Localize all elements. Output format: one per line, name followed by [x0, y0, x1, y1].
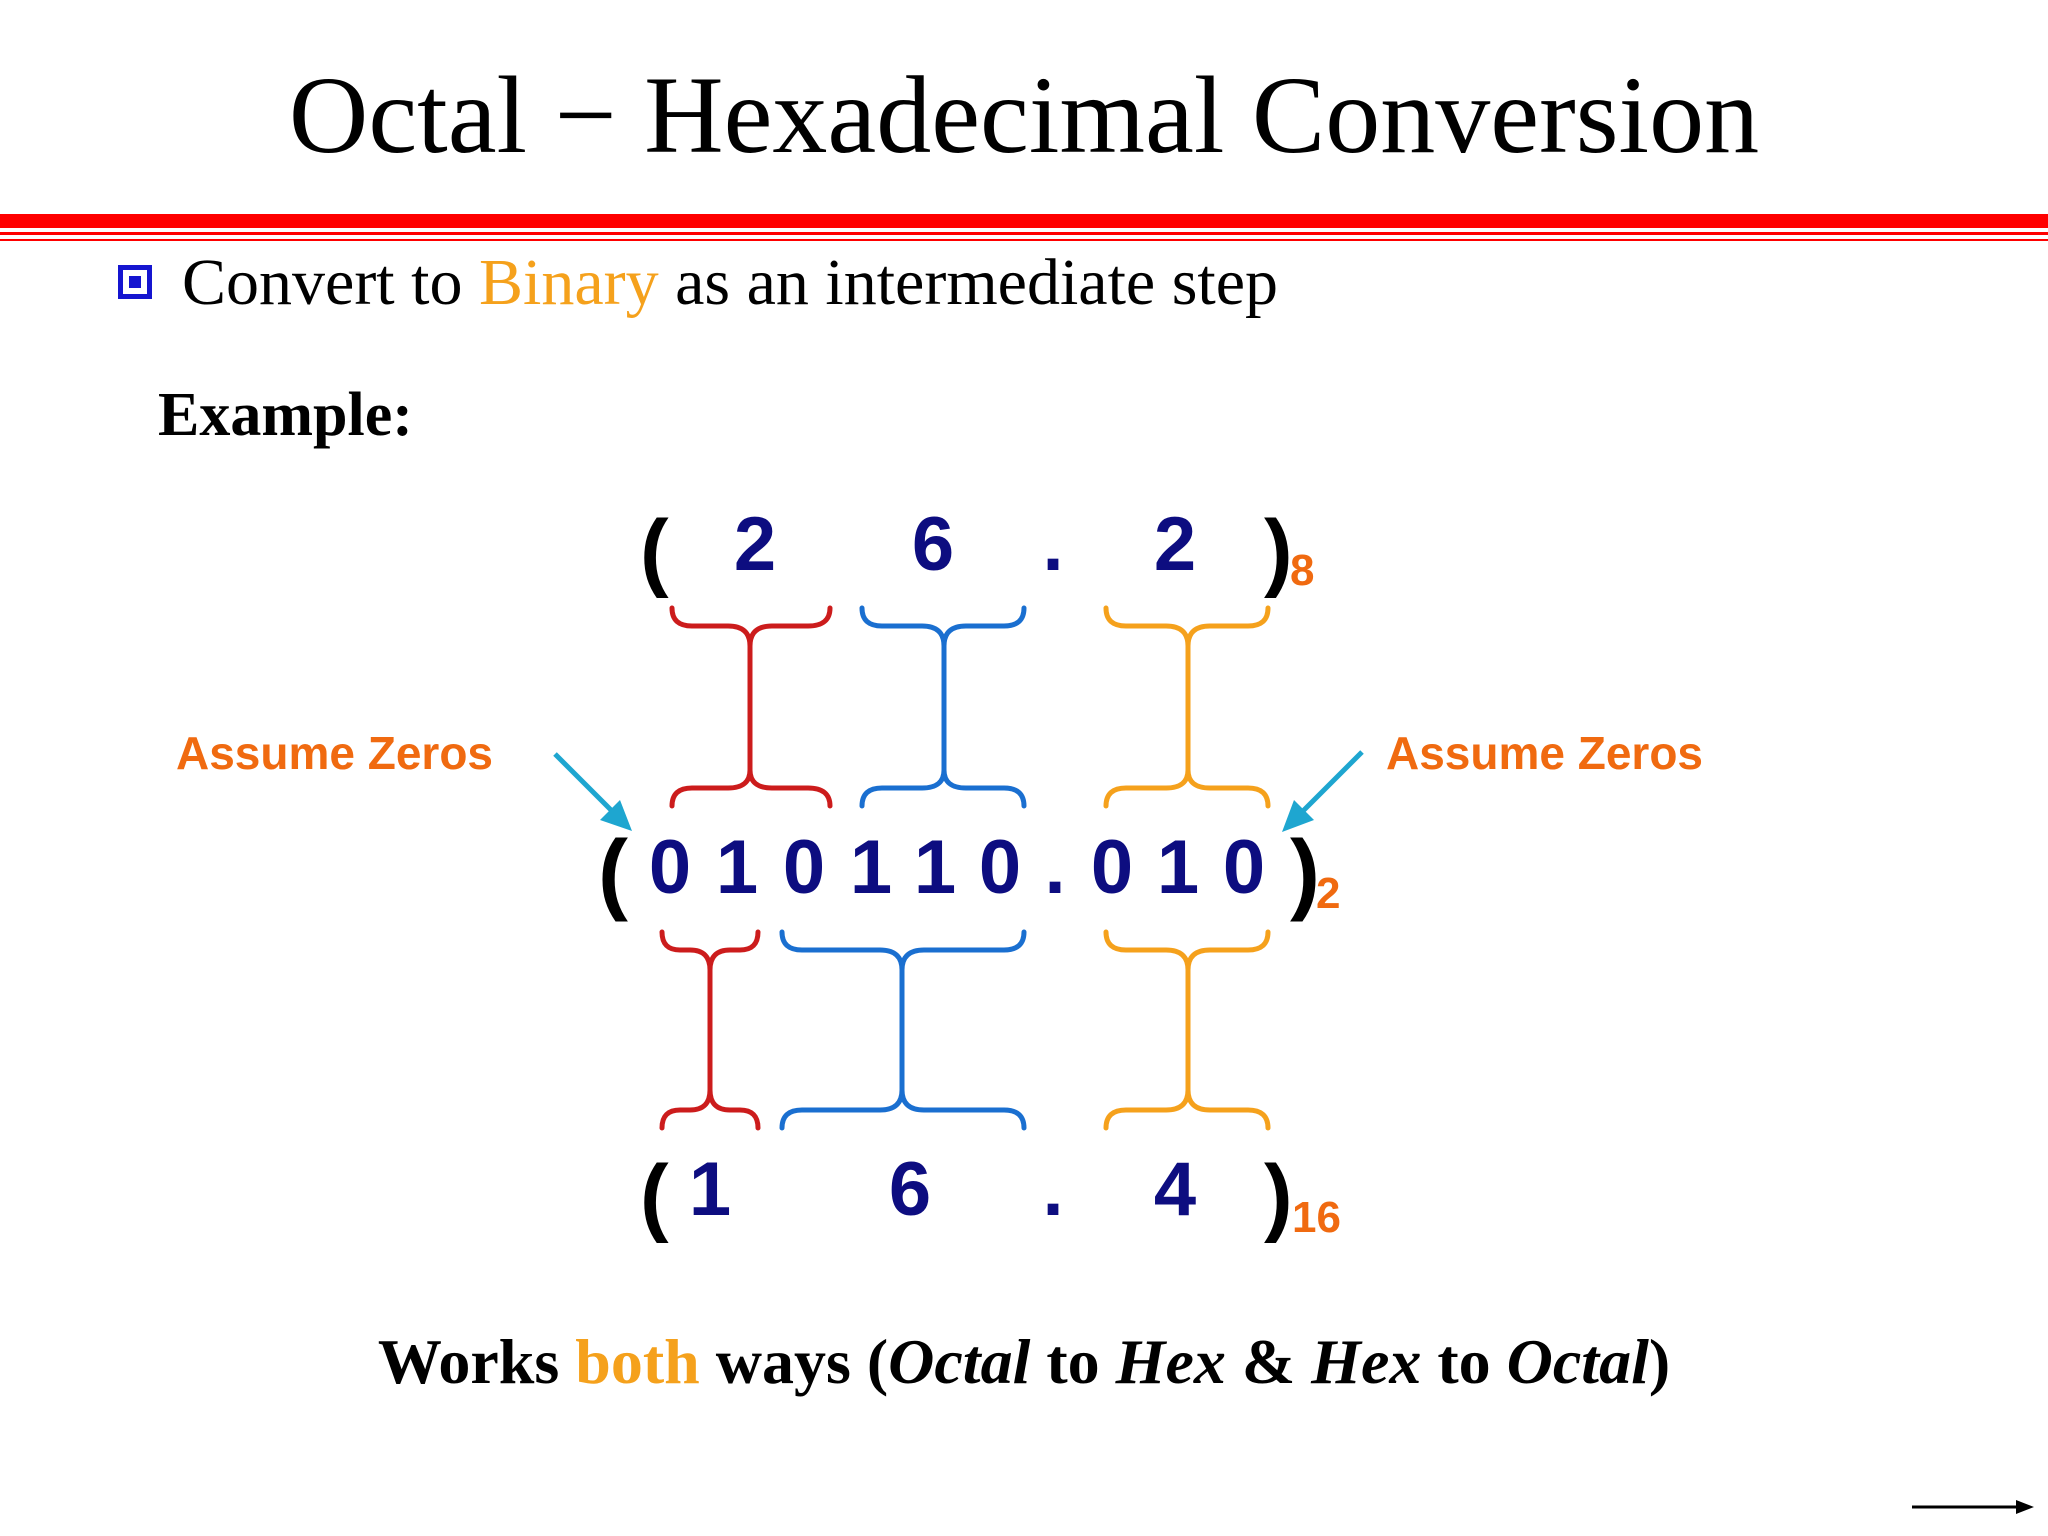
square-bullet-icon — [118, 264, 152, 299]
octal-group-brace-blue — [859, 605, 1027, 649]
octal-group-brace-red — [669, 605, 833, 649]
footer-highlight: both — [575, 1326, 700, 1397]
footer-text: to — [1030, 1326, 1116, 1397]
binary-lower-brace-red — [659, 929, 761, 973]
binary-digit: 0 — [649, 825, 691, 910]
hex-group-brace-red — [659, 1087, 761, 1131]
hex-digit: 6 — [889, 1147, 931, 1232]
hex-base-subscript: 16 — [1292, 1193, 1341, 1242]
binary-digit: 0 — [1091, 825, 1133, 910]
octal-number: ( 2 6 . 2 ) 8 — [640, 502, 1314, 599]
footer-italic: Octal — [888, 1326, 1031, 1397]
footer-text: ways ( — [699, 1326, 889, 1397]
hex-digit: 1 — [689, 1147, 731, 1232]
footer-text: to — [1421, 1326, 1507, 1397]
binary-group-brace-red — [669, 767, 833, 809]
bullet-suffix: as an intermediate step — [658, 246, 1279, 319]
octal-digit: 2 — [734, 502, 776, 587]
octal-open-paren: ( — [640, 503, 669, 599]
binary-digit: 0 — [979, 825, 1021, 910]
octal-group-brace-orange — [1103, 605, 1271, 649]
footer-italic: Hex — [1115, 1326, 1226, 1397]
hex-group-brace-orange — [1103, 1087, 1271, 1131]
hex-digit: 4 — [1154, 1147, 1196, 1232]
footer-statement: Works both ways (Octal to Hex & Hex to O… — [0, 1325, 2048, 1399]
binary-base-subscript: 2 — [1316, 869, 1340, 918]
right-arrow-icon[interactable] — [1912, 1500, 2034, 1514]
title-rule — [0, 214, 2048, 241]
slide-title: Octal − Hexadecimal Conversion — [288, 54, 1760, 176]
assume-zeros-right-label: Assume Zeros — [1386, 727, 1703, 779]
hex-open-paren: ( — [640, 1148, 669, 1244]
bullet-point: Convert to Binary as an intermediate ste… — [118, 250, 1278, 316]
hex-number: ( 1 6 . 4 ) 16 — [640, 1147, 1341, 1244]
binary-number: ( 0 1 0 1 1 0 . 0 1 0 ) 2 — [598, 823, 1340, 923]
hex-close-paren: ) — [1264, 1148, 1293, 1244]
binary-digit: 1 — [850, 825, 892, 910]
assume-zeros-left-label: Assume Zeros — [176, 727, 493, 779]
binary-group-brace-orange — [1103, 767, 1271, 809]
footer-text: Works — [377, 1326, 576, 1397]
bullet-prefix: Convert to — [182, 246, 479, 319]
binary-digit: 1 — [716, 825, 758, 910]
footer-text: ) — [1648, 1326, 1671, 1397]
binary-point: . — [1044, 825, 1065, 910]
binary-digit: 1 — [1157, 825, 1199, 910]
binary-digit: 0 — [1223, 825, 1265, 910]
binary-open-paren: ( — [598, 823, 628, 923]
bullet-highlight: Binary — [478, 246, 659, 319]
binary-group-brace-blue — [859, 767, 1027, 809]
example-label: Example: — [158, 381, 413, 449]
hex-group-brace-blue — [779, 1087, 1027, 1131]
right-arrow-icon-annotation — [1282, 750, 1364, 832]
binary-lower-brace-orange — [1103, 929, 1271, 973]
footer-italic: Hex — [1311, 1326, 1422, 1397]
binary-close-paren: ) — [1290, 823, 1320, 923]
left-arrow-icon — [553, 752, 632, 831]
octal-digit: 2 — [1154, 502, 1196, 587]
binary-digit: 0 — [783, 825, 825, 910]
binary-digit: 1 — [914, 825, 956, 910]
footer-italic: Octal — [1506, 1326, 1649, 1397]
binary-lower-brace-blue — [779, 929, 1027, 973]
octal-point: . — [1042, 502, 1063, 587]
footer-text: & — [1225, 1326, 1312, 1397]
octal-digit: 6 — [912, 502, 954, 587]
octal-base-subscript: 8 — [1290, 546, 1314, 595]
hex-point: . — [1042, 1147, 1063, 1232]
octal-close-paren: ) — [1264, 503, 1293, 599]
